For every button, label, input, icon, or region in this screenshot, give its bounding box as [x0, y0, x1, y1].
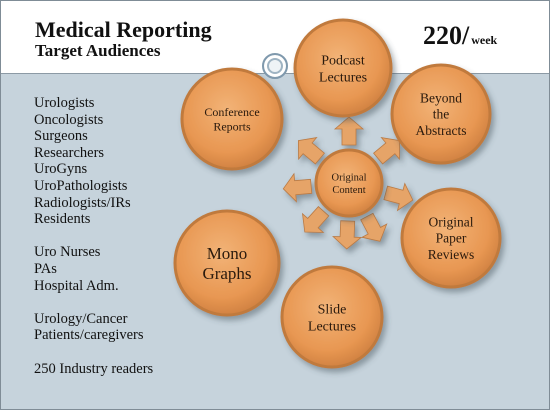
flow-arrow — [373, 137, 401, 165]
audience-item: Radiologists/IRs — [34, 194, 131, 211]
bubble-label-line: Conference — [204, 105, 259, 119]
bubble-label-line: Lectures — [319, 70, 367, 85]
bubble-circle — [180, 67, 284, 171]
rate-value: 220/ — [423, 21, 470, 50]
audience-item: UroPathologists — [34, 177, 128, 194]
flow-arrow — [383, 182, 414, 212]
audience-item: Urologists — [34, 95, 95, 111]
bubble-circle — [390, 63, 492, 165]
audience-item: Residents — [34, 211, 91, 228]
audience-item: 250 Industry readers — [34, 360, 154, 377]
audience-item: Researchers — [34, 144, 105, 161]
audience-item: Uro Nurses — [34, 244, 101, 261]
rate-unit: week — [471, 33, 498, 47]
bubble-circle — [293, 18, 393, 118]
rate-label: 220/week — [423, 21, 497, 51]
flow-arrow — [360, 212, 388, 242]
bubble-circle — [400, 187, 502, 289]
audience-item: Urology/Cancer — [34, 310, 128, 327]
audience-item: Surgeons — [34, 128, 88, 145]
bubble-label-line: Reports — [213, 119, 251, 133]
bubble-label-line: Content — [332, 185, 365, 196]
bubble-label-line: Podcast — [321, 54, 365, 69]
bubble-label-line: Reviews — [428, 247, 475, 262]
flow-arrow — [282, 172, 313, 203]
bubble-label-line: Lectures — [308, 319, 356, 334]
bubble-label-line: Abstracts — [416, 123, 467, 138]
audience-item: Hospital Adm. — [34, 277, 119, 294]
flow-arrow — [333, 116, 365, 146]
bubble-label-line: Paper — [436, 231, 467, 246]
bubble-label-line: Graphs — [202, 264, 251, 283]
bubble-circle — [173, 209, 281, 317]
audience-item: PAs — [34, 260, 57, 277]
flow-arrow — [301, 206, 330, 233]
audience-item: Oncologists — [34, 111, 104, 128]
bubble-label-line: the — [433, 107, 450, 122]
audience-list: Urologists Oncologists Surgeons Research… — [34, 95, 153, 377]
flow-arrow — [297, 137, 325, 165]
audience-item: Patients/caregivers — [34, 327, 144, 344]
bubble-label-line: Original — [429, 215, 474, 230]
audience-item: UroGyns — [34, 161, 88, 178]
bubble-label-line: Slide — [318, 303, 347, 318]
bubble-label-line: Beyond — [420, 91, 462, 106]
bubble-label-line: Original — [332, 172, 367, 183]
bubble-label-line: Mono — [207, 244, 248, 263]
flow-arrow — [332, 220, 363, 250]
slide-subtitle: Target Audiences — [35, 41, 161, 60]
ring-ornament — [262, 53, 288, 79]
slide-title: Medical Reporting — [35, 17, 212, 42]
bubble-circle — [280, 265, 384, 369]
bubble-circle — [314, 148, 384, 218]
